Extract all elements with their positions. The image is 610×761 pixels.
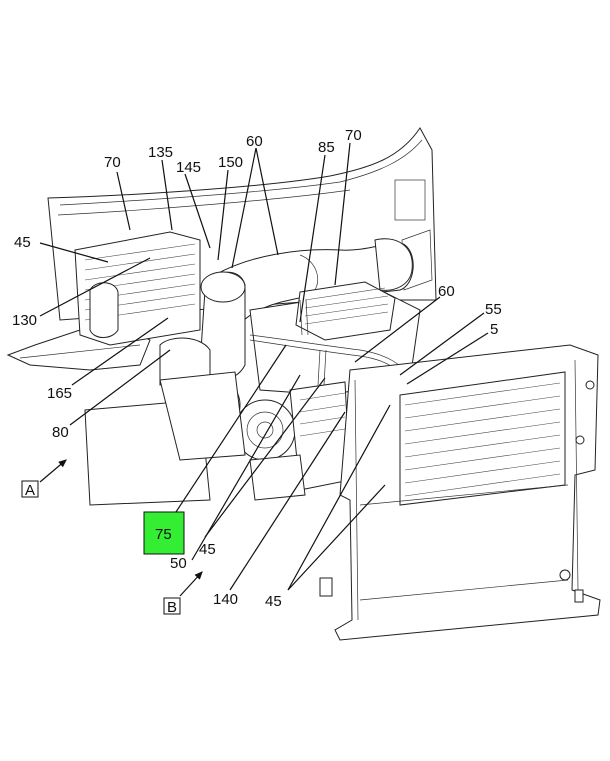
callout-45-left[interactable]: 45 <box>14 234 31 251</box>
leader-lines <box>39 142 489 591</box>
view-label-a: A <box>25 482 35 499</box>
callout-80[interactable]: 80 <box>52 424 69 441</box>
callout-5[interactable]: 5 <box>490 321 498 338</box>
air-intake-tube <box>199 238 414 381</box>
callout-60-right[interactable]: 60 <box>438 283 455 300</box>
view-arrows <box>39 459 203 597</box>
callout-145[interactable]: 145 <box>176 159 201 176</box>
callout-60-top[interactable]: 60 <box>246 133 263 150</box>
view-a-box <box>21 480 39 498</box>
callout-165[interactable]: 165 <box>47 385 72 402</box>
callout-55[interactable]: 55 <box>485 301 502 318</box>
left-cooler <box>74 231 201 346</box>
highlight-box-75[interactable] <box>143 511 185 555</box>
view-b-box <box>163 597 181 615</box>
view-label-b: B <box>167 599 177 616</box>
callout-45-bottom[interactable]: 45 <box>265 593 282 610</box>
callout-135[interactable]: 135 <box>148 144 173 161</box>
callout-50[interactable]: 50 <box>170 555 187 572</box>
callout-75[interactable]: 75 <box>155 526 172 543</box>
callout-70-right[interactable]: 70 <box>345 127 362 144</box>
callout-45-center[interactable]: 45 <box>199 541 216 558</box>
callout-150[interactable]: 150 <box>218 154 243 171</box>
callout-70-left[interactable]: 70 <box>104 154 121 171</box>
callout-130[interactable]: 130 <box>12 312 37 329</box>
callout-85[interactable]: 85 <box>318 139 335 156</box>
callout-140[interactable]: 140 <box>213 591 238 608</box>
radiator <box>319 344 601 641</box>
